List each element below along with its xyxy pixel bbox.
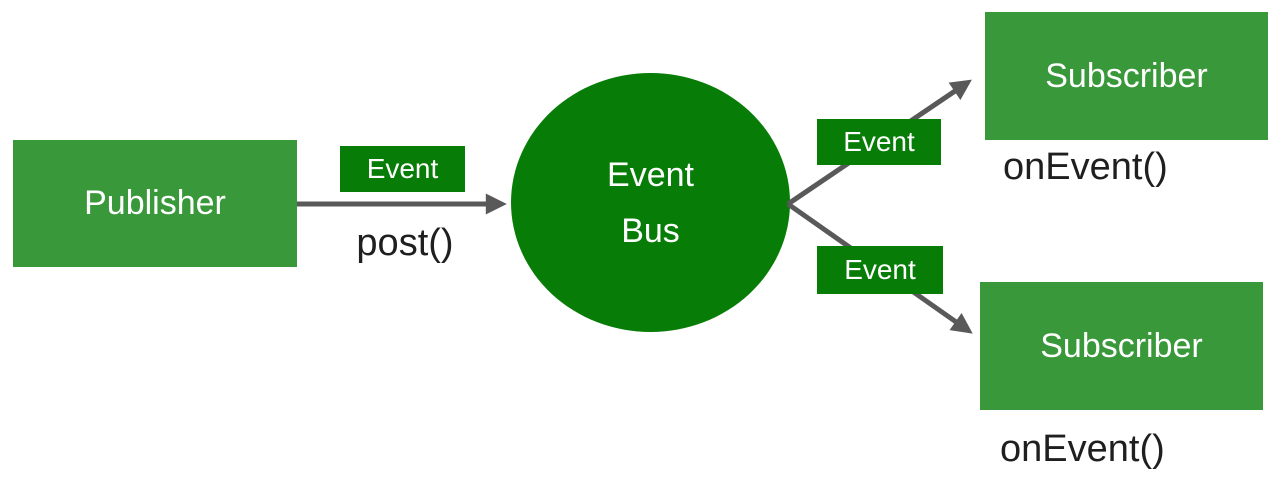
subscriber-node-1: Subscriber (985, 12, 1268, 140)
publisher-label: Publisher (84, 184, 226, 222)
event-tag-bottom-right: Event (817, 246, 943, 294)
event-tag-left: Event (340, 146, 465, 192)
event-tag-top-right-label: Event (843, 126, 915, 157)
event-tag-left-label: Event (366, 153, 439, 184)
event-bus-node: Event Bus (511, 73, 790, 332)
event-bus-label-line1: Event (607, 155, 694, 194)
event-tag-top-right: Event (817, 119, 941, 165)
publisher-node: Publisher (13, 140, 297, 267)
subscriber-2-method-label: onEvent() (1000, 428, 1165, 470)
subscriber-1-method-label: onEvent() (1003, 146, 1168, 188)
post-method-label: post() (356, 222, 454, 264)
subscriber-2-label: Subscriber (1040, 326, 1203, 365)
event-bus-label-line2: Bus (621, 211, 680, 250)
event-tag-bottom-right-label: Event (844, 254, 916, 285)
subscriber-1-label: Subscriber (1045, 56, 1208, 95)
subscriber-node-2: Subscriber (980, 282, 1263, 410)
